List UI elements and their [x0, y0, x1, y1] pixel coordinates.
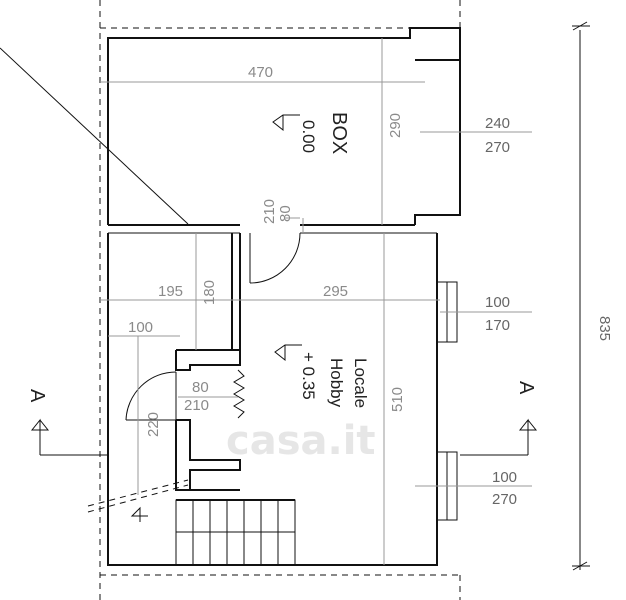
room-box-name: BOX: [328, 112, 350, 154]
box-walls: [107, 27, 461, 234]
level-marker-stair: [130, 506, 148, 522]
radiator-symbol: [233, 369, 245, 419]
dim-win-box-w: 240: [485, 115, 510, 132]
overall-dimension: [572, 21, 590, 571]
dim-win-bottom-w: 100: [492, 469, 517, 486]
room-hobby-name-line2: Hobby: [327, 358, 346, 408]
dim-door-box-h: 210: [261, 199, 278, 224]
dim-win-box-h: 270: [485, 139, 510, 156]
dim-left-depth: 180: [201, 280, 218, 305]
watermark: casa.it: [226, 418, 376, 464]
room-hobby-level: + 0.35: [299, 352, 318, 400]
section-letter-right: A: [515, 381, 537, 395]
staircase: [87, 479, 296, 566]
dim-door-box-w: 80: [277, 205, 294, 222]
dim-stair-depth: 220: [145, 412, 162, 437]
section-letter-left: A: [26, 389, 48, 403]
windows: [436, 281, 458, 521]
dim-total-depth: 835: [596, 316, 613, 341]
dim-win-top-w: 100: [485, 294, 510, 311]
dim-left-width: 195: [158, 283, 183, 300]
section-mark-left: [30, 418, 108, 456]
dim-door-left-h: 210: [184, 397, 209, 414]
dim-stair-width: 100: [128, 319, 153, 336]
room-box-level: 0.00: [299, 120, 318, 153]
dim-win-bottom-h: 270: [492, 491, 517, 508]
doors: [125, 232, 301, 421]
level-marker-hobby: [274, 344, 302, 362]
dim-hobby-width: 295: [323, 283, 348, 300]
dim-win-top-h: 170: [485, 317, 510, 334]
dim-door-left-w: 80: [192, 379, 209, 396]
dim-box-width: 470: [248, 64, 273, 81]
dim-box-depth: 290: [387, 113, 404, 138]
dimension-lines: [100, 38, 532, 565]
dim-hobby-depth: 510: [389, 387, 406, 412]
room-hobby-name-line1: Locale: [351, 358, 370, 408]
ramp-line: [0, 47, 189, 225]
section-mark-right: [460, 418, 538, 456]
level-marker-box: [272, 114, 300, 132]
